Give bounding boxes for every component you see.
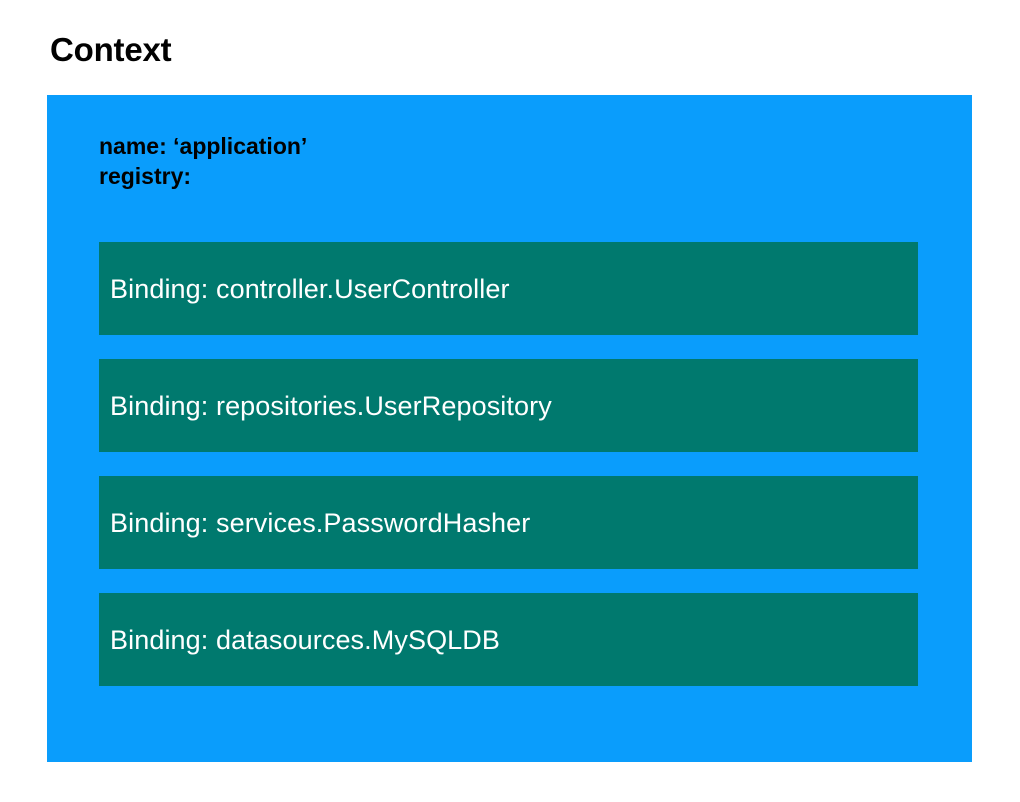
binding-row[interactable]: Binding: repositories.UserRepository (99, 359, 918, 452)
binding-label: Binding: repositories.UserRepository (110, 390, 552, 421)
binding-row[interactable]: Binding: datasources.MySQLDB (99, 593, 918, 686)
binding-row[interactable]: Binding: controller.UserController (99, 242, 918, 335)
registry-binding-list: Binding: controller.UserController Bindi… (99, 242, 918, 686)
binding-label: Binding: datasources.MySQLDB (110, 624, 500, 655)
page-title: Context (50, 31, 172, 68)
context-property-name: name: ‘application’ (99, 133, 308, 159)
binding-label: Binding: services.PasswordHasher (110, 507, 531, 538)
context-properties: name: ‘application’ registry: (99, 131, 899, 191)
binding-row[interactable]: Binding: services.PasswordHasher (99, 476, 918, 569)
binding-label: Binding: controller.UserController (110, 273, 510, 304)
context-property-registry: registry: (99, 163, 192, 189)
context-box: name: ‘application’ registry: Binding: c… (47, 95, 972, 762)
